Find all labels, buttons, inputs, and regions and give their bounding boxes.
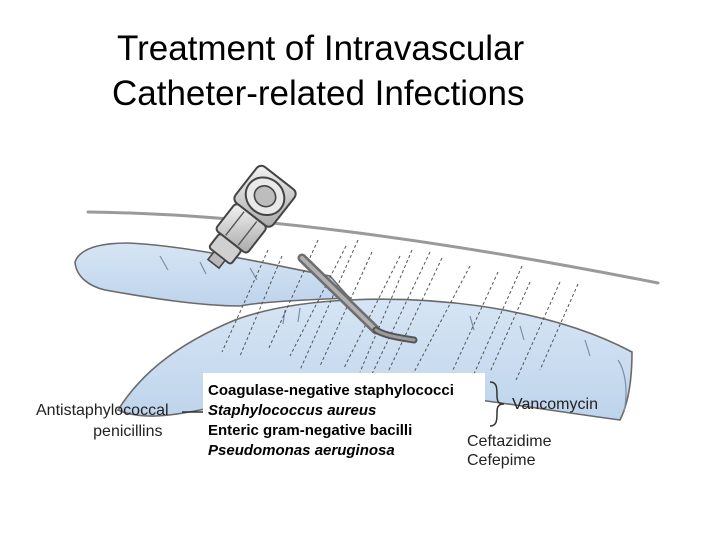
brace-gram-positive: [489, 381, 505, 427]
drug-ceftazidime: Ceftazidime: [467, 433, 552, 450]
organism-enteric-gram-negative: Enteric gram-negative bacilli: [208, 422, 413, 439]
upper-vessel: [74, 242, 353, 307]
organism-staph-aureus: Staphylococcus aureus: [208, 402, 377, 419]
organism-coagulase-negative: Coagulase-negative staphylococci: [208, 382, 454, 399]
skin-surface-line: [86, 210, 660, 285]
dermal-fibers: [221, 239, 579, 381]
organism-label-background: [203, 373, 485, 465]
organism-pseudomonas: Pseudomonas aeruginosa: [208, 442, 395, 459]
catheter-hub: [206, 164, 297, 270]
left-treatment-line-1: Antistaphylococcal: [36, 402, 169, 419]
drug-cefepime: Cefepime: [467, 452, 536, 469]
slide-title: Treatment of Intravascular Catheter-rela…: [112, 26, 672, 116]
title-line-1: Treatment of Intravascular: [117, 29, 525, 68]
drug-vancomycin: Vancomycin: [512, 396, 598, 413]
left-treatment-label: Antistaphylococcal penicillins: [36, 400, 169, 442]
title-line-2: Catheter-related Infections: [112, 74, 525, 113]
left-treatment-line-2: penicillins: [93, 423, 163, 440]
